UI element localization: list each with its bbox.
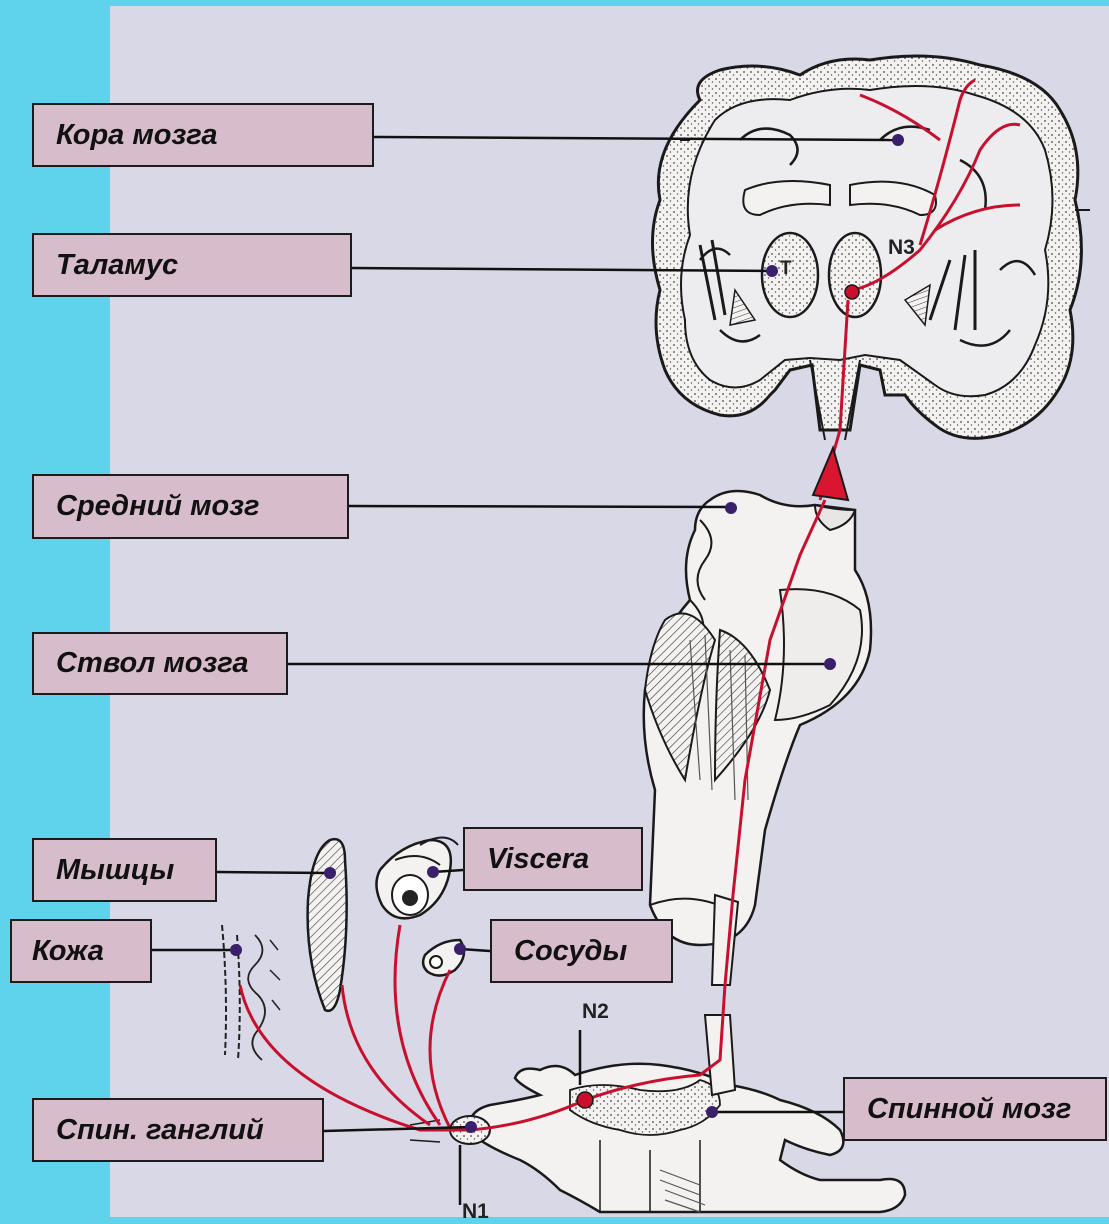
- neuron-n3-body: [845, 285, 859, 299]
- label-spinal-ganglion: Спин. ганглий: [32, 1098, 324, 1162]
- marker-spinal-ganglion: [465, 1121, 477, 1133]
- muscle-figure: [308, 839, 347, 1011]
- spinal-cord-figure: [410, 1015, 905, 1212]
- viscera-figure: [376, 838, 458, 919]
- label-midbrain: Средний мозг: [32, 474, 349, 539]
- neuron-label-n3: N3: [888, 236, 915, 260]
- label-cortex: Кора мозга: [32, 103, 374, 167]
- label-muscles: Мышцы: [32, 838, 217, 902]
- marker-vessels: [454, 943, 466, 955]
- label-spinal-cord: Спинной мозг: [843, 1077, 1107, 1141]
- label-brainstem: Ствол мозга: [32, 632, 288, 695]
- neuron-n2-body: [577, 1092, 593, 1108]
- marker-muscles: [324, 867, 336, 879]
- neuron-label-n1: N1: [462, 1200, 489, 1224]
- marker-thalamus: [766, 265, 778, 277]
- marker-cortex: [892, 134, 904, 146]
- label-skin: Кожа: [10, 919, 152, 983]
- label-vessels: Сосуды: [490, 919, 673, 983]
- marker-skin: [230, 944, 242, 956]
- thalamus-letter: T: [780, 258, 792, 280]
- ascending-arrow: [813, 448, 848, 500]
- marker-spinal-cord: [706, 1106, 718, 1118]
- brain-section: [653, 56, 1091, 440]
- marker-midbrain: [725, 502, 737, 514]
- neuron-label-n2: N2: [582, 1000, 609, 1024]
- label-thalamus: Таламус: [32, 233, 352, 297]
- brainstem-figure: [644, 491, 871, 985]
- label-viscera: Viscera: [463, 827, 643, 891]
- marker-viscera: [427, 866, 439, 878]
- marker-brainstem: [824, 658, 836, 670]
- skin-figure: [222, 925, 280, 1060]
